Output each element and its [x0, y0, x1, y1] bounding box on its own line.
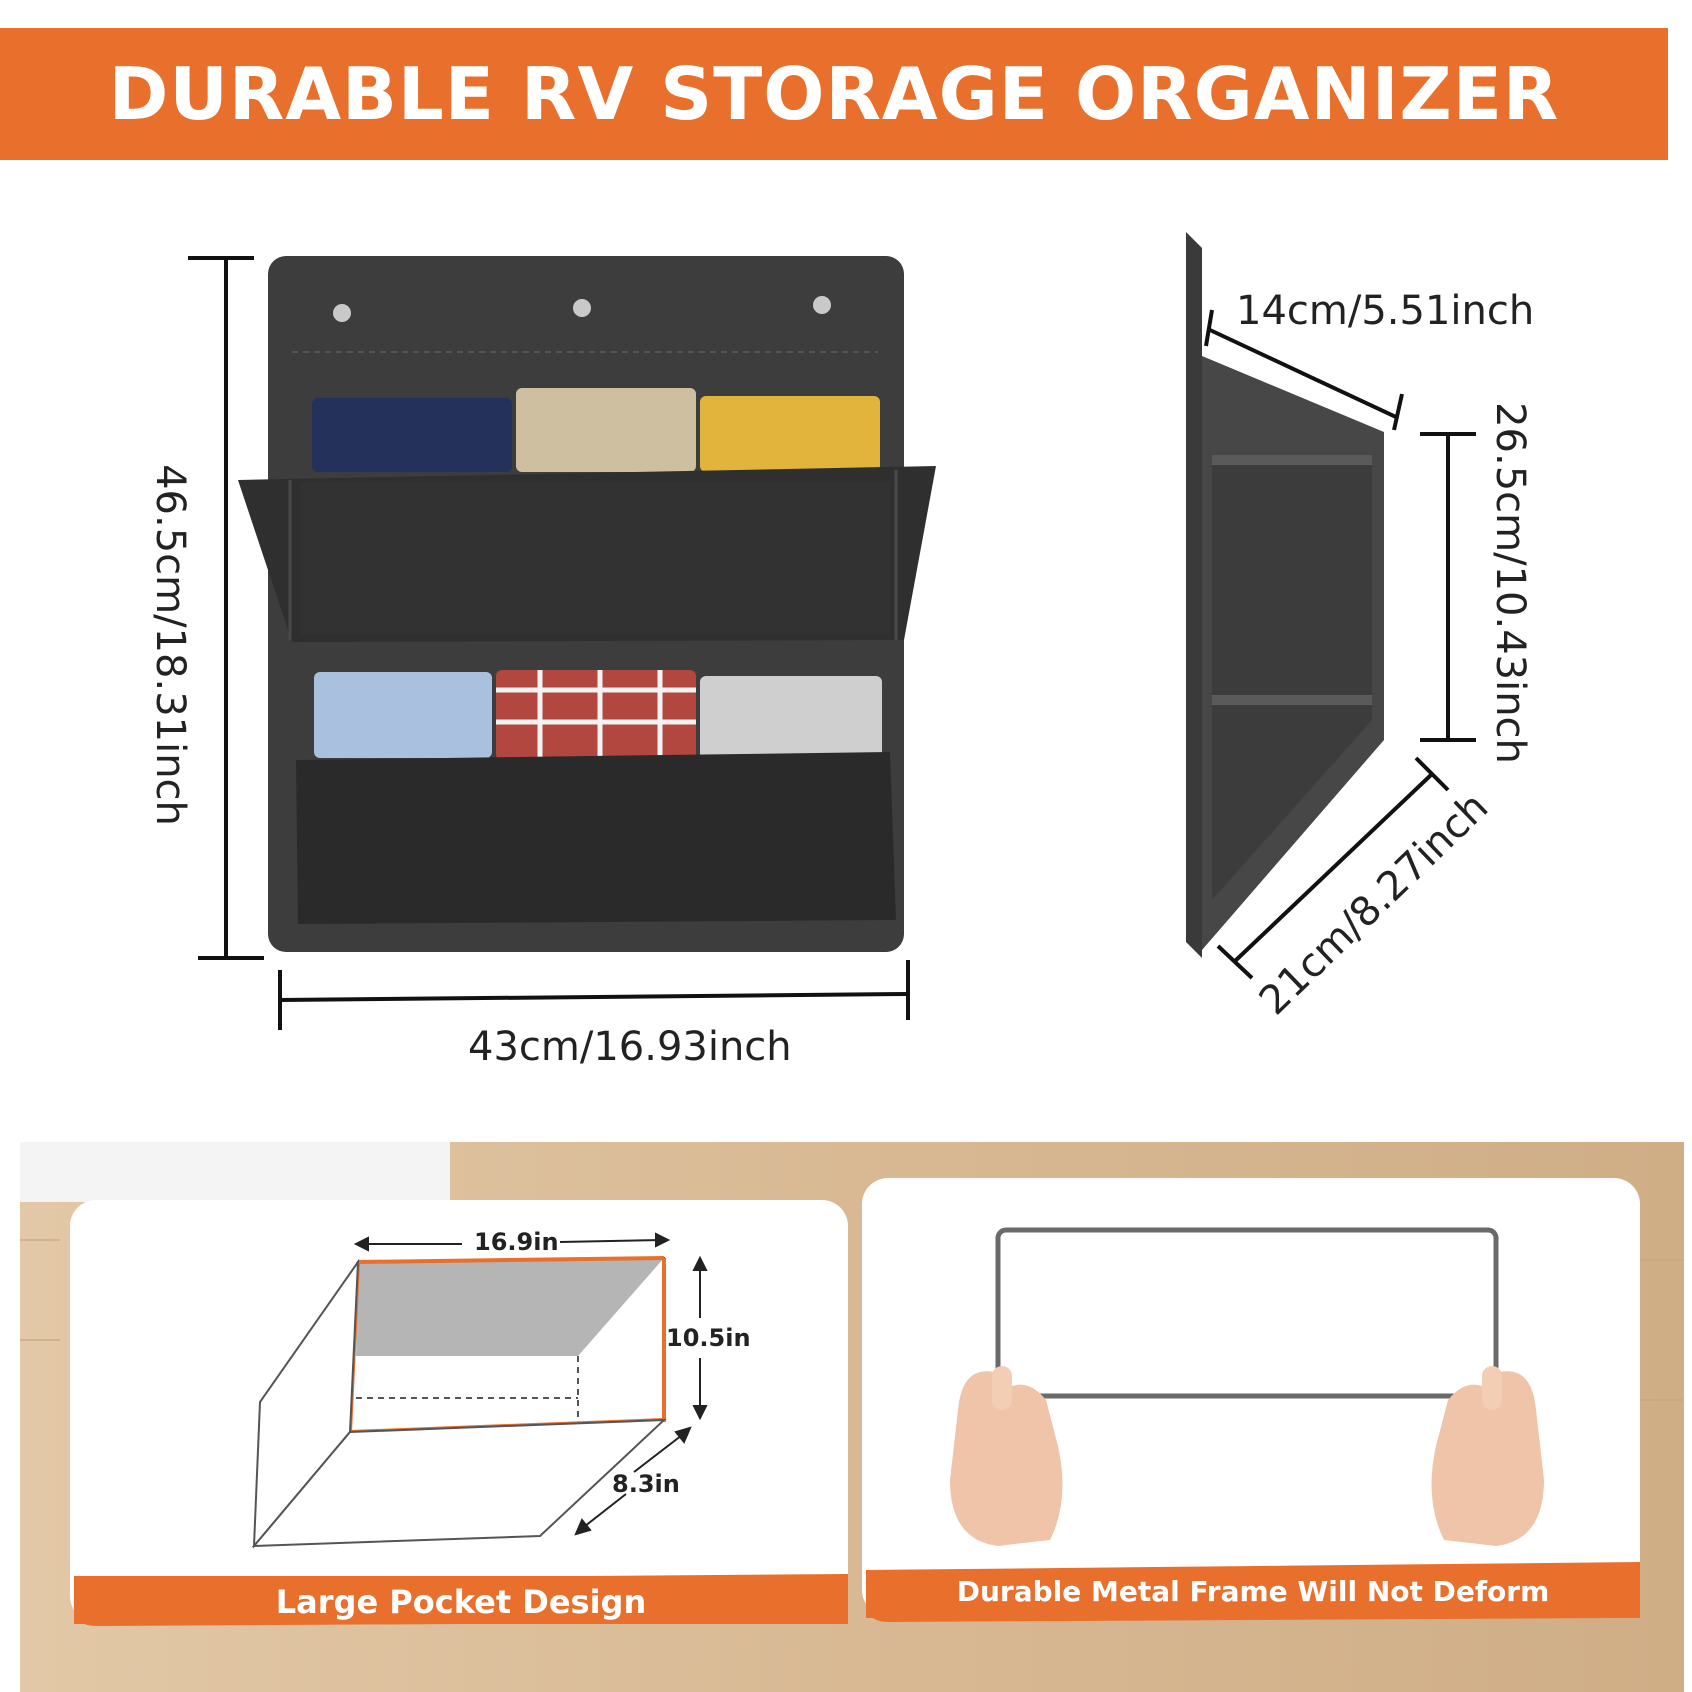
pocket-dimension-arrows	[353, 1232, 708, 1536]
pocket-depth-label: 8.3in	[612, 1470, 680, 1498]
pocket-height-label: 10.5in	[666, 1324, 751, 1352]
folded-clothes-plaid	[496, 670, 696, 760]
lower-pocket	[296, 752, 896, 924]
frame-card-caption: Durable Metal Frame Will Not Deform	[956, 1575, 1550, 1608]
side-depth-top-label: 14cm/5.51inch	[1236, 288, 1535, 334]
side-view-organizer	[1186, 232, 1384, 958]
front-view-organizer	[238, 256, 936, 952]
folded-clothes-grey	[700, 676, 882, 760]
pocket-width-label: 16.9in	[474, 1228, 559, 1256]
title-banner: DURABLE RV STORAGE ORGANIZER	[0, 28, 1668, 160]
folded-clothes-navy	[312, 398, 512, 472]
front-width-label: 43cm/16.93inch	[468, 1024, 792, 1070]
pocket-card-caption: Large Pocket Design	[275, 1583, 647, 1621]
pocket-diagram	[251, 1256, 667, 1549]
folded-clothes-lightblue	[314, 672, 492, 758]
snap-button	[333, 304, 351, 322]
side-height-label: 26.5cm/10.43inch	[1487, 402, 1533, 764]
side-dimension-lines	[1204, 309, 1476, 980]
metal-frame	[995, 1227, 1499, 1399]
hands	[950, 1366, 1544, 1546]
snap-button	[813, 296, 831, 314]
page-title: DURABLE RV STORAGE ORGANIZER	[108, 52, 1560, 136]
snap-button	[573, 299, 591, 317]
front-dimension-lines	[188, 256, 910, 1030]
front-height-label: 46.5cm/18.31inch	[147, 464, 193, 826]
folded-clothes-khaki	[516, 388, 696, 472]
folded-clothes-yellow	[700, 396, 880, 472]
